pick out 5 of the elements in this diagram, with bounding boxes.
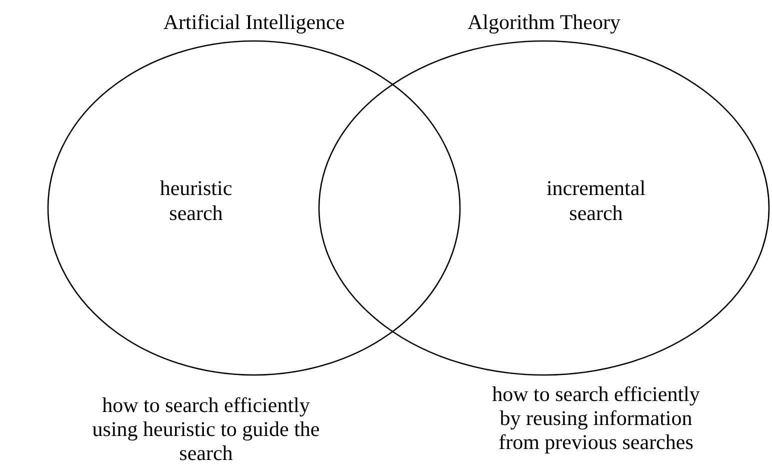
- set-label: heuristic search: [158, 176, 234, 226]
- description-text: how to search efficiently using heuristic to guide the search: [91, 393, 321, 465]
- set-label: incremental search: [545, 176, 647, 226]
- set-heading: Artificial Intelligence: [162, 9, 346, 36]
- description-text: how to search efficiently by reusing information from previous searches: [491, 382, 701, 454]
